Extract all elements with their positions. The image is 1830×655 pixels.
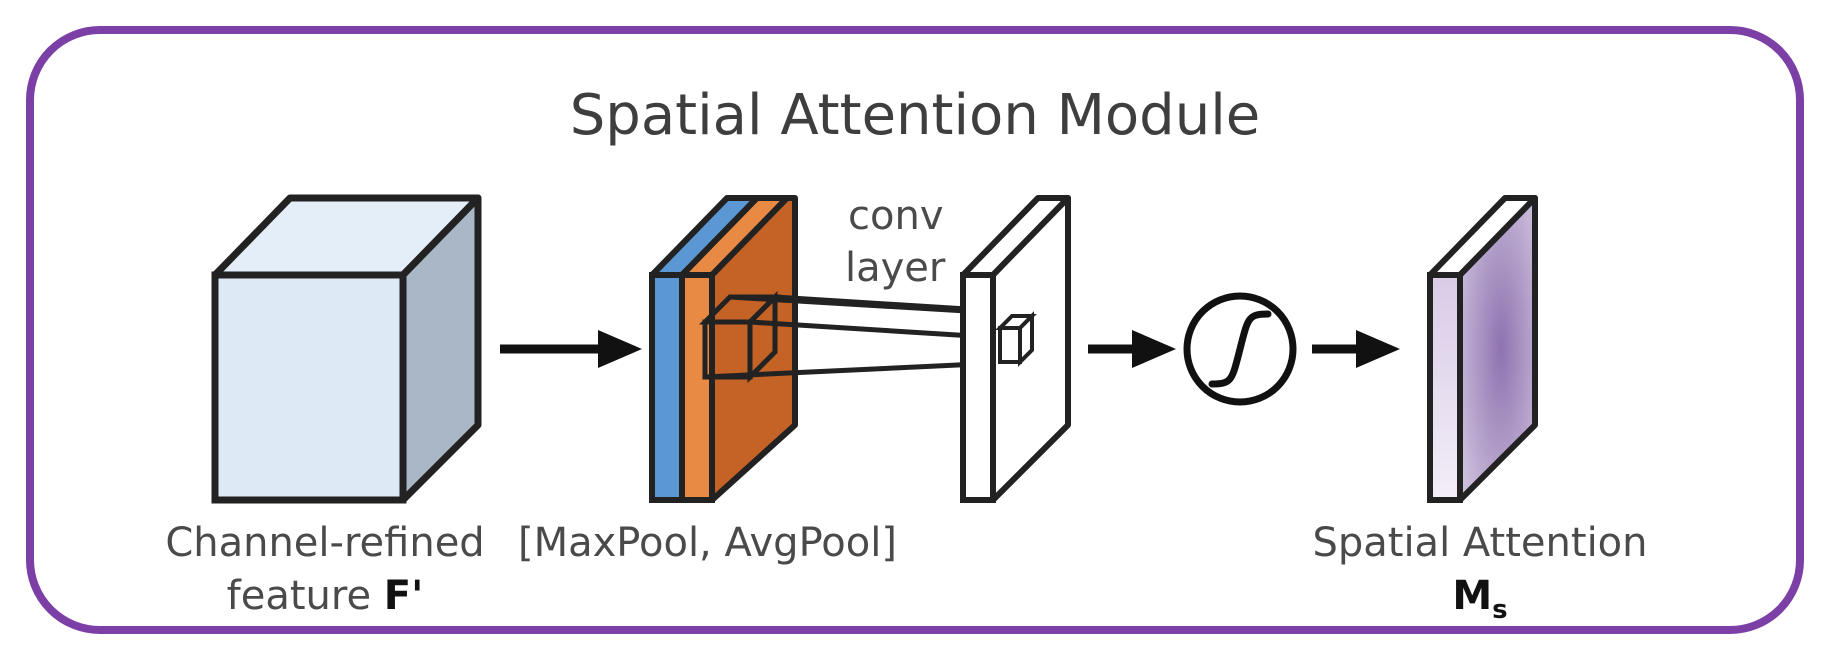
pool-label: [MaxPool, AvgPool] [518,520,897,566]
conv-label-line1: conv [848,193,944,239]
arrow-conv-to-sigmoid [1088,330,1176,368]
pooled-feature-maps [649,195,798,503]
input-label-line1: Channel-refined [165,520,485,566]
output-symbol-sub: s [1492,595,1508,625]
spatial-attention-map [1427,195,1538,503]
input-label-word: feature [226,573,372,619]
sigmoid-icon [1183,292,1297,406]
input-feature-cube [211,194,482,504]
output-label-line1: Spatial Attention [1312,520,1648,566]
module-title: Spatial Attention Module [569,83,1261,148]
output-symbol-main: M [1452,573,1493,619]
input-symbol: F' [383,573,424,619]
conv-label-line2: layer [845,245,946,291]
module-border [26,26,1804,634]
output-symbol: Ms [1300,576,1660,623]
input-label-line2: feature F' [160,576,490,616]
conv-output-map [960,195,1071,503]
arrow-input-to-pool [500,330,642,368]
arrow-sigmoid-to-attention [1312,330,1400,368]
